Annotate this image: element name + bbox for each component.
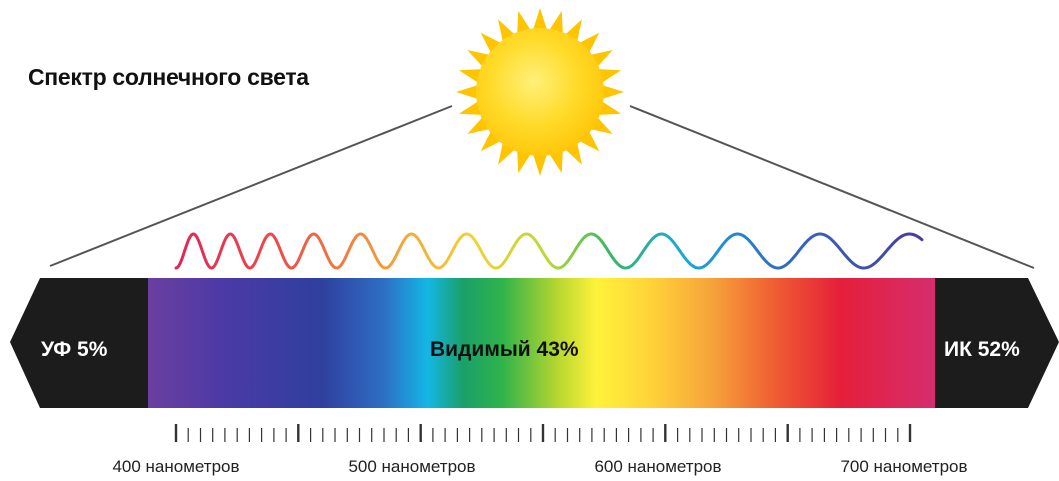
uv-label: УФ 5%: [41, 338, 108, 361]
wavelength-label-400: 400 нанометров: [112, 457, 240, 476]
light-wave: [174, 232, 924, 270]
projection-line-left: [49, 105, 453, 267]
sun-icon: [456, 8, 624, 176]
ir-band: [935, 278, 1059, 408]
projection-line-right: [629, 105, 1035, 269]
wavelength-ruler: [174, 424, 912, 442]
ir-label: ИК 52%: [944, 338, 1020, 361]
sun-disc: [476, 28, 604, 156]
visible-label: Видимый 43%: [430, 338, 579, 361]
wavelength-label-600: 600 нанометров: [594, 457, 722, 476]
wavelength-label-500: 500 нанометров: [348, 457, 476, 476]
wavelength-label-700: 700 нанометров: [840, 457, 968, 476]
diagram-title: Спектр солнечного света: [28, 64, 309, 90]
uv-band: [10, 278, 148, 408]
visible-spectrum-band: [148, 278, 935, 408]
